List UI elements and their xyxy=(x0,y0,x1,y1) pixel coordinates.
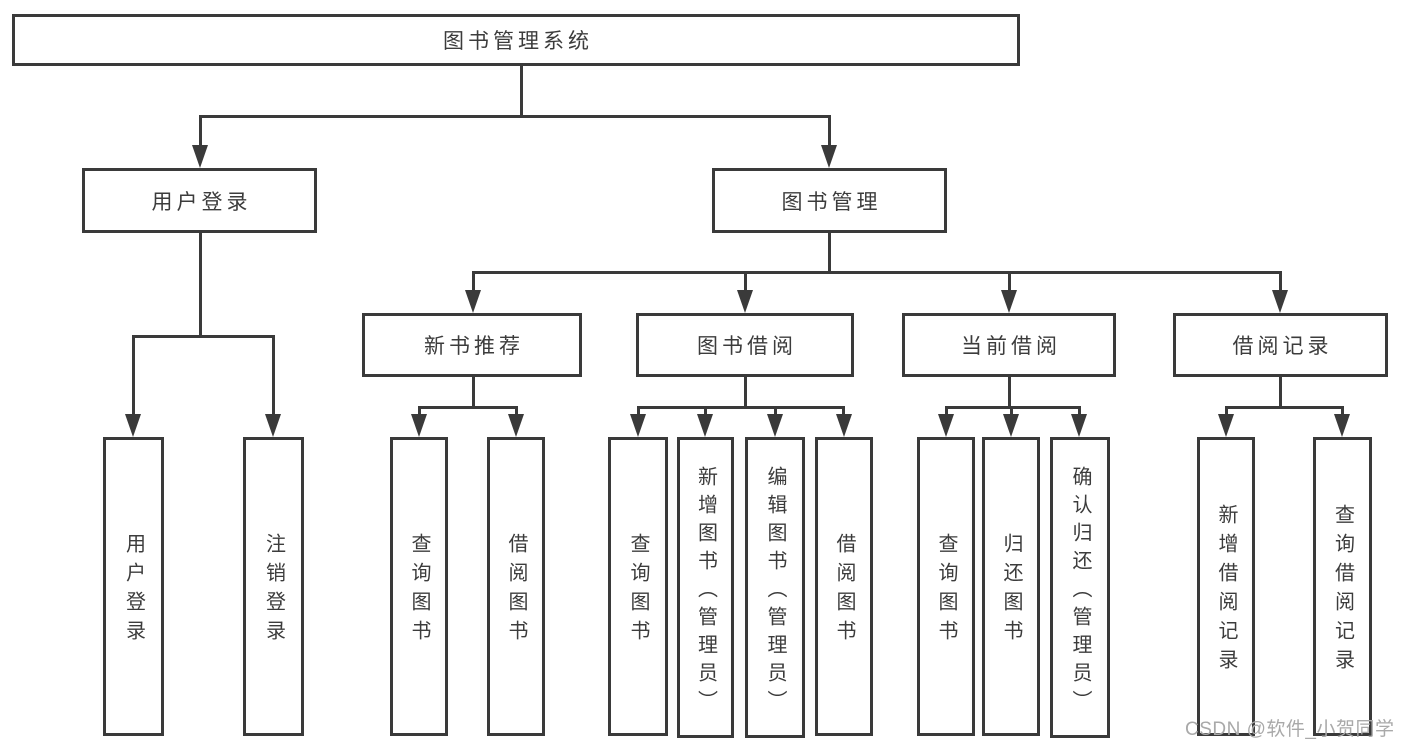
connector-to-leaf xyxy=(418,406,421,420)
node-label: 当前借阅 xyxy=(961,335,1061,358)
csdn-watermark: CSDN @软件_小贺同学 xyxy=(1185,719,1395,740)
connector-to-leaf xyxy=(132,335,135,419)
leaf-label: 新增借阅记录 xyxy=(1215,504,1237,678)
arrow-down-icon xyxy=(1071,414,1087,437)
arrow-down-icon xyxy=(192,145,208,168)
leaf-label: 确认归还（管理员） xyxy=(1069,465,1091,718)
connector-to-leaf xyxy=(774,406,777,420)
connector-to-leaf xyxy=(1010,406,1013,420)
connector-to-leaf xyxy=(1225,406,1228,420)
arrow-down-icon xyxy=(1334,414,1350,437)
connector-br-rail xyxy=(1225,406,1344,409)
leaf-user-login: 用户登录 xyxy=(103,437,164,736)
leaf-label: 借阅图书 xyxy=(505,533,527,649)
leaf-query-books-2: 查询图书 xyxy=(608,437,668,736)
connector-to-leaf xyxy=(515,406,518,420)
arrow-down-icon xyxy=(1001,290,1017,313)
leaf-edit-book-admin: 编辑图书（管理员） xyxy=(745,437,805,738)
arrow-down-icon xyxy=(125,414,141,437)
node-label: 用户登录 xyxy=(151,190,252,214)
connector-to-leaf xyxy=(272,335,275,419)
node-user-login: 用户登录 xyxy=(82,168,317,233)
connector-nbr-trunk xyxy=(472,375,475,409)
connector-to-book-management xyxy=(828,115,831,149)
arrow-down-icon xyxy=(836,414,852,437)
leaf-borrow-books-2: 借阅图书 xyxy=(815,437,873,736)
node-label: 图书管理系统 xyxy=(443,30,593,53)
leaf-label: 新增图书（管理员） xyxy=(694,465,717,718)
leaf-add-book-admin: 新增图书（管理员） xyxy=(677,437,734,738)
connector-root-trunk xyxy=(520,64,523,117)
connector-to-leaf xyxy=(1341,406,1344,420)
arrow-down-icon xyxy=(767,414,783,437)
connector-book-mgmt-trunk xyxy=(828,231,831,274)
arrow-down-icon xyxy=(265,414,281,437)
connector-to-leaf xyxy=(1078,406,1081,420)
connector-to-book-borrowing xyxy=(744,271,747,295)
connector-to-leaf xyxy=(637,406,640,420)
connector-cb-trunk xyxy=(1008,375,1011,409)
node-label: 借阅记录 xyxy=(1232,335,1333,358)
node-label: 新书推荐 xyxy=(424,335,524,358)
connector-level1-rail xyxy=(199,115,831,118)
leaf-query-books-3: 查询图书 xyxy=(917,437,975,736)
leaf-return-books: 归还图书 xyxy=(982,437,1040,736)
node-book-management: 图书管理 xyxy=(712,168,947,233)
node-label: 图书借阅 xyxy=(697,335,797,358)
connector-bb-rail xyxy=(637,406,845,409)
arrow-down-icon xyxy=(938,414,954,437)
leaf-label: 用户登录 xyxy=(122,533,145,649)
connector-to-current-borrowing xyxy=(1008,271,1011,295)
node-library-management-system: 图书管理系统 xyxy=(12,14,1020,66)
leaf-label: 查询图书 xyxy=(627,533,649,649)
leaf-logout: 注销登录 xyxy=(243,437,304,736)
leaf-label: 归还图书 xyxy=(1000,533,1022,649)
leaf-label: 查询图书 xyxy=(408,533,430,649)
arrow-down-icon xyxy=(1003,414,1019,437)
connector-to-leaf xyxy=(842,406,845,420)
connector-user-login-rail xyxy=(132,335,275,338)
arrow-down-icon xyxy=(1218,414,1234,437)
connector-nbr-rail xyxy=(418,406,518,409)
connector-br-trunk xyxy=(1279,375,1282,409)
leaf-query-borrow-record: 查询借阅记录 xyxy=(1313,437,1372,736)
arrow-down-icon xyxy=(821,145,837,168)
leaf-label: 编辑图书（管理员） xyxy=(764,465,786,718)
leaf-label: 借阅图书 xyxy=(833,533,855,649)
leaf-query-books-1: 查询图书 xyxy=(390,437,448,736)
node-new-book-recommend: 新书推荐 xyxy=(362,313,582,377)
node-current-borrowing: 当前借阅 xyxy=(902,313,1116,377)
leaf-borrow-books-1: 借阅图书 xyxy=(487,437,545,736)
node-label: 图书管理 xyxy=(781,190,882,214)
arrow-down-icon xyxy=(1272,290,1288,313)
arrow-down-icon xyxy=(411,414,427,437)
node-borrowing-records: 借阅记录 xyxy=(1173,313,1388,377)
leaf-add-borrow-record: 新增借阅记录 xyxy=(1197,437,1255,736)
connector-to-leaf xyxy=(704,406,707,420)
connector-to-user-login xyxy=(199,115,202,149)
connector-user-login-trunk xyxy=(199,231,202,338)
connector-to-new-book-recommend xyxy=(472,271,475,295)
leaf-label: 注销登录 xyxy=(262,533,285,649)
connector-cb-rail xyxy=(945,406,1081,409)
arrow-down-icon xyxy=(508,414,524,437)
arrow-down-icon xyxy=(465,290,481,313)
arrow-down-icon xyxy=(697,414,713,437)
connector-level3-rail xyxy=(472,271,1282,274)
leaf-label: 查询借阅记录 xyxy=(1331,504,1354,678)
leaf-confirm-return-admin: 确认归还（管理员） xyxy=(1050,437,1110,738)
arrow-down-icon xyxy=(737,290,753,313)
arrow-down-icon xyxy=(630,414,646,437)
connector-bb-trunk xyxy=(744,375,747,409)
leaf-label: 查询图书 xyxy=(935,533,957,649)
connector-to-borrowing-records xyxy=(1279,271,1282,295)
node-book-borrowing: 图书借阅 xyxy=(636,313,854,377)
connector-to-leaf xyxy=(945,406,948,420)
